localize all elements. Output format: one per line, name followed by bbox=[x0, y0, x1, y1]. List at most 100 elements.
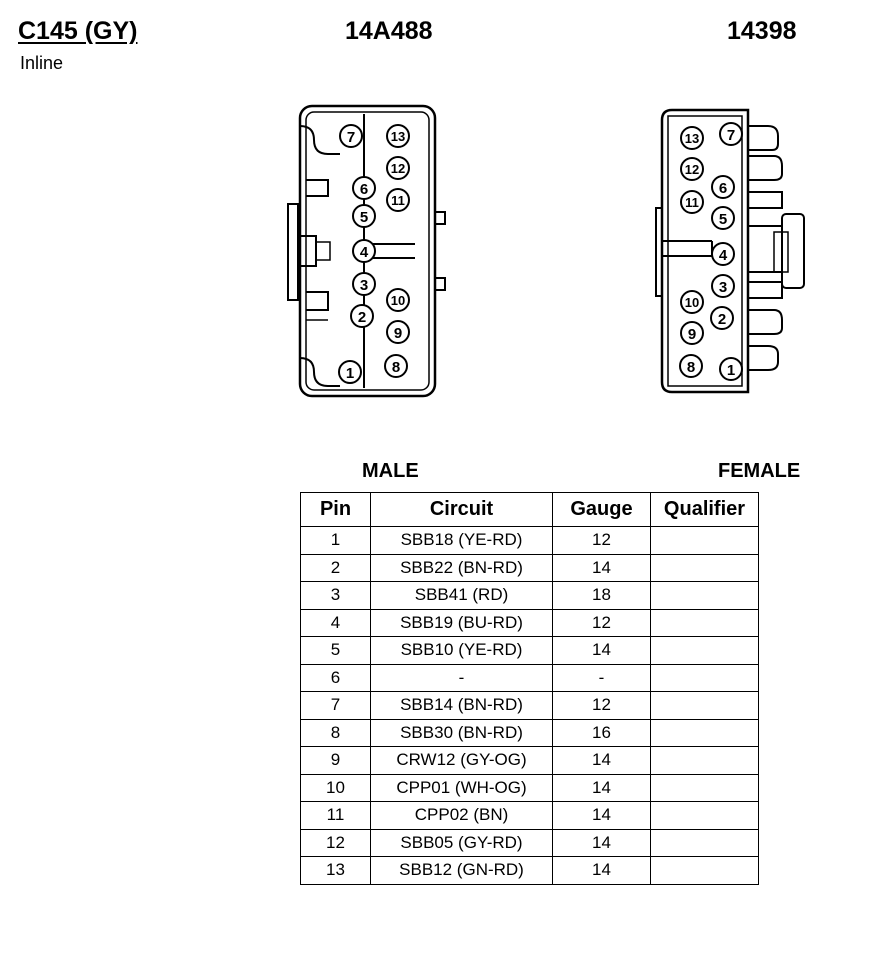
svg-text:1: 1 bbox=[727, 362, 735, 379]
table-row: 6-- bbox=[300, 663, 759, 692]
circuit-cell: CPP01 (WH-OG) bbox=[370, 773, 553, 802]
qualifier-cell bbox=[650, 856, 759, 885]
female-view-label: FEMALE bbox=[718, 460, 801, 482]
male-pin-9: 9 bbox=[386, 320, 410, 344]
circuit-cell: SBB41 (RD) bbox=[370, 581, 553, 610]
qualifier-cell bbox=[650, 608, 759, 637]
female-pin-8: 8 bbox=[679, 354, 703, 378]
qualifier-cell bbox=[650, 801, 759, 830]
svg-text:10: 10 bbox=[685, 295, 699, 310]
svg-text:9: 9 bbox=[394, 325, 402, 342]
gauge-cell: 14 bbox=[552, 636, 651, 665]
qualifier-cell bbox=[650, 581, 759, 610]
circuit-cell: SBB10 (YE-RD) bbox=[370, 636, 553, 665]
pin-cell: 11 bbox=[300, 801, 371, 830]
pin-cell: 12 bbox=[300, 828, 371, 857]
female-pin-2: 2 bbox=[710, 306, 734, 330]
svg-text:5: 5 bbox=[719, 211, 727, 228]
female-pin-10: 10 bbox=[680, 290, 704, 314]
pin-cell: 2 bbox=[300, 553, 371, 582]
gauge-cell: 14 bbox=[552, 746, 651, 775]
svg-text:4: 4 bbox=[360, 244, 369, 261]
column-header-qualifier: Qualifier bbox=[650, 492, 759, 527]
svg-text:2: 2 bbox=[718, 311, 726, 328]
qualifier-cell bbox=[650, 526, 759, 555]
svg-text:2: 2 bbox=[358, 309, 366, 326]
female-pin-1: 1 bbox=[719, 357, 743, 381]
female-pins: 13 7 12 6 11 5 4 3 10 2 9 8 1 bbox=[679, 122, 743, 381]
svg-text:12: 12 bbox=[391, 161, 405, 176]
svg-text:13: 13 bbox=[685, 131, 699, 146]
male-pin-5: 5 bbox=[352, 204, 376, 228]
circuit-cell: - bbox=[370, 663, 553, 692]
qualifier-cell bbox=[650, 663, 759, 692]
svg-text:10: 10 bbox=[391, 293, 405, 308]
female-pin-9: 9 bbox=[680, 321, 704, 345]
circuit-cell: SBB14 (BN-RD) bbox=[370, 691, 553, 720]
column-header-pin: Pin bbox=[300, 492, 371, 527]
circuit-cell: SBB19 (BU-RD) bbox=[370, 608, 553, 637]
svg-text:6: 6 bbox=[360, 181, 368, 198]
male-view-label: MALE bbox=[362, 460, 419, 482]
gauge-cell: 12 bbox=[552, 526, 651, 555]
qualifier-cell bbox=[650, 553, 759, 582]
male-pin-3: 3 bbox=[352, 272, 376, 296]
male-pin-2: 2 bbox=[350, 304, 374, 328]
male-pin-1: 1 bbox=[338, 360, 362, 384]
male-connector-diagram: 7 13 12 6 11 5 4 3 10 2 9 8 1 bbox=[287, 104, 446, 398]
female-housing bbox=[655, 108, 805, 394]
pin-cell: 4 bbox=[300, 608, 371, 637]
qualifier-cell bbox=[650, 828, 759, 857]
gauge-cell: 14 bbox=[552, 553, 651, 582]
connector-title: C145 (GY) bbox=[18, 17, 138, 45]
svg-text:7: 7 bbox=[727, 127, 735, 144]
svg-text:12: 12 bbox=[685, 162, 699, 177]
svg-text:4: 4 bbox=[719, 247, 728, 264]
circuit-cell: SBB22 (BN-RD) bbox=[370, 553, 553, 582]
male-pin-12: 12 bbox=[386, 156, 410, 180]
male-pin-4: 4 bbox=[352, 239, 376, 263]
male-pins: 7 13 12 6 11 5 4 3 10 2 9 8 1 bbox=[338, 124, 410, 384]
gauge-cell: 14 bbox=[552, 856, 651, 885]
circuit-cell: SBB30 (BN-RD) bbox=[370, 718, 553, 747]
qualifier-cell bbox=[650, 691, 759, 720]
svg-text:3: 3 bbox=[719, 279, 727, 296]
qualifier-cell bbox=[650, 746, 759, 775]
male-pin-7: 7 bbox=[339, 124, 363, 148]
pin-cell: 1 bbox=[300, 526, 371, 555]
male-pin-6: 6 bbox=[352, 176, 376, 200]
qualifier-cell bbox=[650, 718, 759, 747]
svg-text:11: 11 bbox=[685, 195, 699, 210]
female-connector-diagram: 13 7 12 6 11 5 4 3 10 2 9 8 1 bbox=[655, 108, 805, 394]
svg-text:1: 1 bbox=[346, 365, 354, 382]
svg-text:11: 11 bbox=[391, 193, 405, 208]
svg-text:13: 13 bbox=[391, 129, 405, 144]
circuit-cell: CRW12 (GY-OG) bbox=[370, 746, 553, 775]
female-pin-12: 12 bbox=[680, 157, 704, 181]
svg-text:9: 9 bbox=[688, 326, 696, 343]
circuit-cell: CPP02 (BN) bbox=[370, 801, 553, 830]
pin-cell: 7 bbox=[300, 691, 371, 720]
svg-text:5: 5 bbox=[360, 209, 368, 226]
gauge-cell: 12 bbox=[552, 691, 651, 720]
pin-cell: 5 bbox=[300, 636, 371, 665]
connector-type: Inline bbox=[20, 53, 64, 73]
pin-cell: 3 bbox=[300, 581, 371, 610]
female-pin-3: 3 bbox=[711, 274, 735, 298]
gauge-cell: - bbox=[552, 663, 651, 692]
pin-cell: 8 bbox=[300, 718, 371, 747]
female-pin-6: 6 bbox=[711, 175, 735, 199]
gauge-cell: 14 bbox=[552, 828, 651, 857]
